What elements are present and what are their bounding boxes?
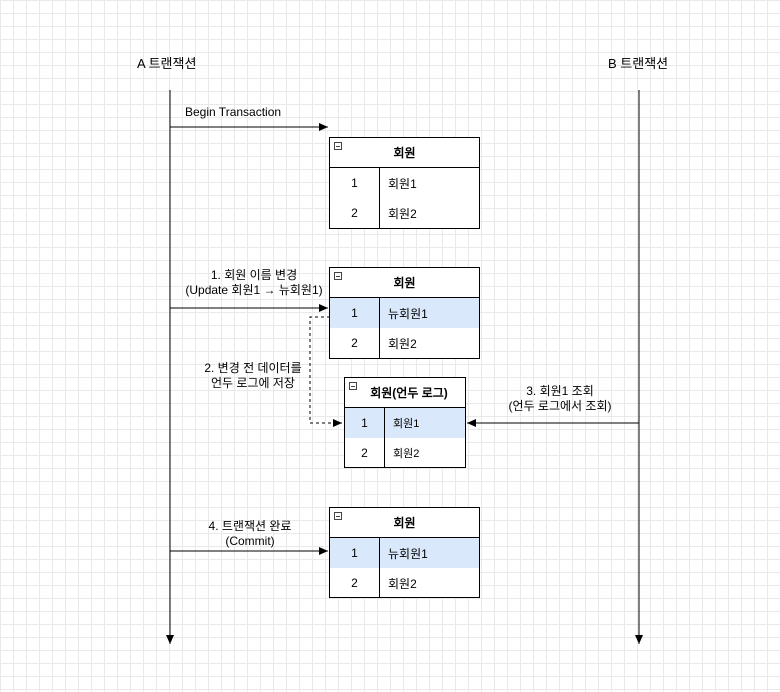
cell-id: 2 — [330, 198, 380, 228]
table-header: 회원 — [330, 508, 479, 538]
label-step1-line2: (Update 회원1 → 뉴회원1) — [185, 283, 323, 297]
table-title: 회원 — [393, 146, 416, 160]
table-header: 회원 — [330, 138, 479, 168]
table-title: 회원 — [393, 516, 416, 530]
table-row: 2 회원2 — [345, 438, 465, 468]
table-header: 회원 — [330, 268, 479, 298]
table-row-highlighted: 1 회원1 — [345, 408, 465, 438]
cell-name: 회원2 — [388, 576, 417, 591]
cell-name: 회원2 — [388, 206, 417, 221]
label-step3-line2: (언두 로그에서 조회) — [508, 399, 612, 413]
cell-name: 회원1 — [388, 176, 417, 191]
table-members-committed: 회원 1 뉴회원1 2 회원2 — [329, 507, 480, 598]
collapse-icon[interactable] — [334, 272, 342, 280]
lane-b-title: B 트랜잭션 — [608, 56, 669, 71]
table-undo-log: 회원(언두 로그) 1 회원1 2 회원2 — [344, 377, 466, 468]
cell-id: 1 — [330, 538, 380, 568]
collapse-icon[interactable] — [334, 142, 342, 150]
cell-id: 2 — [345, 438, 385, 468]
cell-name: 회원2 — [388, 336, 417, 351]
label-step2: 2. 변경 전 데이터를 언두 로그에 저장 — [198, 361, 308, 391]
label-step3: 3. 회원1 조회 (언두 로그에서 조회) — [500, 384, 620, 414]
collapse-icon[interactable] — [334, 512, 342, 520]
label-step4-line2: (Commit) — [225, 534, 275, 548]
table-header: 회원(언두 로그) — [345, 378, 465, 408]
table-row: 2 회원2 — [330, 568, 479, 598]
cell-name: 회원2 — [393, 448, 420, 460]
label-step3-line1: 3. 회원1 조회 — [526, 384, 594, 398]
label-step4: 4. 트랜잭션 완료 (Commit) — [190, 519, 310, 549]
cell-id: 1 — [345, 408, 385, 438]
cell-id: 1 — [330, 298, 380, 328]
collapse-icon[interactable] — [349, 382, 357, 390]
label-step4-line1: 4. 트랜잭션 완료 — [208, 519, 292, 533]
label-step2-line2: 언두 로그에 저장 — [211, 376, 295, 390]
cell-id: 2 — [330, 568, 380, 598]
table-members-updated: 회원 1 뉴회원1 2 회원2 — [329, 267, 480, 359]
lane-a-title: A 트랜잭션 — [137, 56, 197, 71]
table-row-highlighted: 1 뉴회원1 — [330, 298, 479, 328]
label-step1-line1: 1. 회원 이름 변경 — [210, 268, 298, 282]
label-step1: 1. 회원 이름 변경 (Update 회원1 → 뉴회원1) — [172, 268, 336, 298]
table-members-initial: 회원 1 회원1 2 회원2 — [329, 137, 480, 229]
cell-name: 뉴회원1 — [388, 546, 428, 561]
table-title: 회원 — [393, 276, 416, 290]
table-row: 2 회원2 — [330, 328, 479, 358]
cell-name: 회원1 — [393, 418, 420, 430]
arrow-step2-dashed — [309, 316, 342, 427]
table-row-highlighted: 1 뉴회원1 — [330, 538, 479, 568]
cell-id: 1 — [330, 168, 380, 198]
label-begin: Begin Transaction — [185, 105, 282, 119]
table-row: 1 회원1 — [330, 168, 479, 198]
cell-name: 뉴회원1 — [388, 306, 428, 321]
label-step2-line1: 2. 변경 전 데이터를 — [204, 361, 302, 375]
table-title: 회원(언두 로그) — [370, 386, 448, 400]
cell-id: 2 — [330, 328, 380, 358]
table-row: 2 회원2 — [330, 198, 479, 228]
